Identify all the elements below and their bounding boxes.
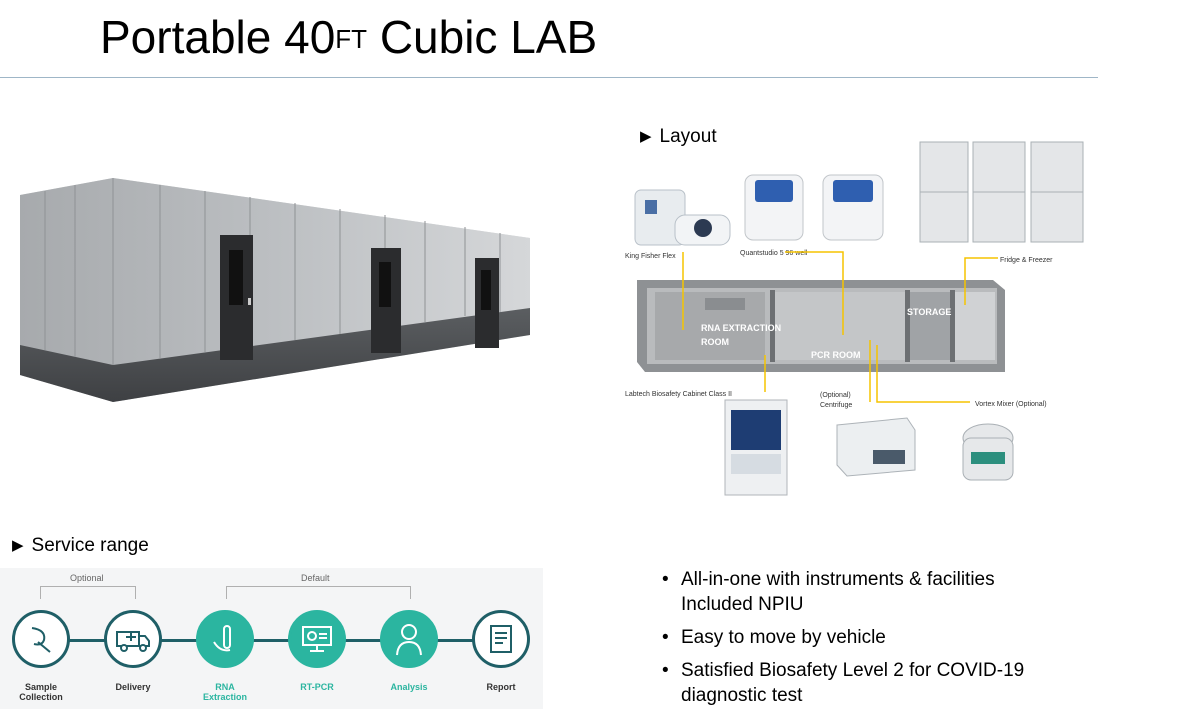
report-icon: [490, 625, 512, 653]
monitor-icon: [302, 626, 332, 652]
step-report: [472, 610, 530, 668]
step-label-delivery: Delivery: [115, 682, 151, 692]
label-king-fisher: King Fisher Flex: [625, 253, 676, 260]
layout-heading: ▶Layout: [640, 126, 717, 147]
room-label-room: ROOM: [701, 337, 729, 347]
door-icon: [220, 235, 253, 360]
optional-bracket: [40, 586, 136, 599]
page-title: Portable 40FT Cubic LAB: [100, 11, 598, 63]
label-vortex: Vortex Mixer (Optional): [975, 401, 1047, 408]
title-divider: [0, 77, 1098, 78]
step-label-analysis: Analysis: [390, 682, 428, 692]
label-centrifuge-optional: (Optional): [820, 392, 851, 399]
king-fisher-instrument-icon: [634, 189, 731, 246]
title-superscript: FT: [335, 24, 368, 54]
fridge-icon: [919, 141, 1084, 243]
label-quantstudio: Quantstudio 5 96 well: [740, 250, 808, 257]
container-illustration: [20, 178, 530, 402]
centrifuge-icon: [836, 417, 916, 477]
vortex-mixer-icon: [962, 423, 1014, 481]
label-fridge: Fridge & Freezer: [1000, 257, 1053, 264]
feature-item-biosafety: Satisfied Biosafety Level 2 for COVID-19…: [662, 658, 1082, 708]
feature-list: All-in-one with instruments & facilities…: [662, 567, 1082, 716]
service-range-heading: ▶Service range: [12, 535, 149, 556]
room-label-rna-extraction: RNA EXTRACTION: [701, 323, 781, 333]
test-tube-icon: [213, 625, 231, 652]
default-label: Default: [298, 573, 333, 583]
step-delivery: [104, 610, 162, 668]
step-rt-pcr: [288, 610, 346, 668]
triangle-bullet-icon: ▶: [640, 128, 652, 145]
swab-icon: [31, 627, 51, 653]
default-bracket: [226, 586, 411, 599]
service-flow-line: [40, 639, 500, 642]
step-analysis: [380, 610, 438, 668]
biosafety-cabinet-icon: [724, 399, 788, 496]
triangle-bullet-icon: ▶: [12, 537, 24, 554]
label-centrifuge: Centrifuge: [820, 402, 852, 409]
floor-plan: [637, 280, 1005, 372]
step-label-rt-pcr: RT-PCR: [300, 682, 334, 692]
quantstudio-instrument-icon: [744, 174, 884, 241]
optional-label: Optional: [67, 573, 107, 583]
room-label-pcr: PCR ROOM: [811, 350, 861, 360]
leader-lines: [682, 251, 998, 403]
step-rna-extraction: [196, 610, 254, 668]
ambulance-icon: [116, 631, 150, 652]
step-label-report: Report: [486, 682, 516, 692]
feature-item-easy-move: Easy to move by vehicle: [662, 625, 1082, 650]
doctor-icon: [396, 624, 422, 656]
step-sample-collection: [12, 610, 70, 668]
feature-item-all-in-one: All-in-one with instruments & facilities…: [662, 567, 1082, 617]
lab-layout-diagram: King Fisher Flex Quantstudio 5 96 well F…: [625, 141, 1084, 496]
room-label-storage: STORAGE: [907, 307, 951, 317]
label-biosafety: Labtech Biosafety Cabinet Class II: [625, 391, 732, 398]
